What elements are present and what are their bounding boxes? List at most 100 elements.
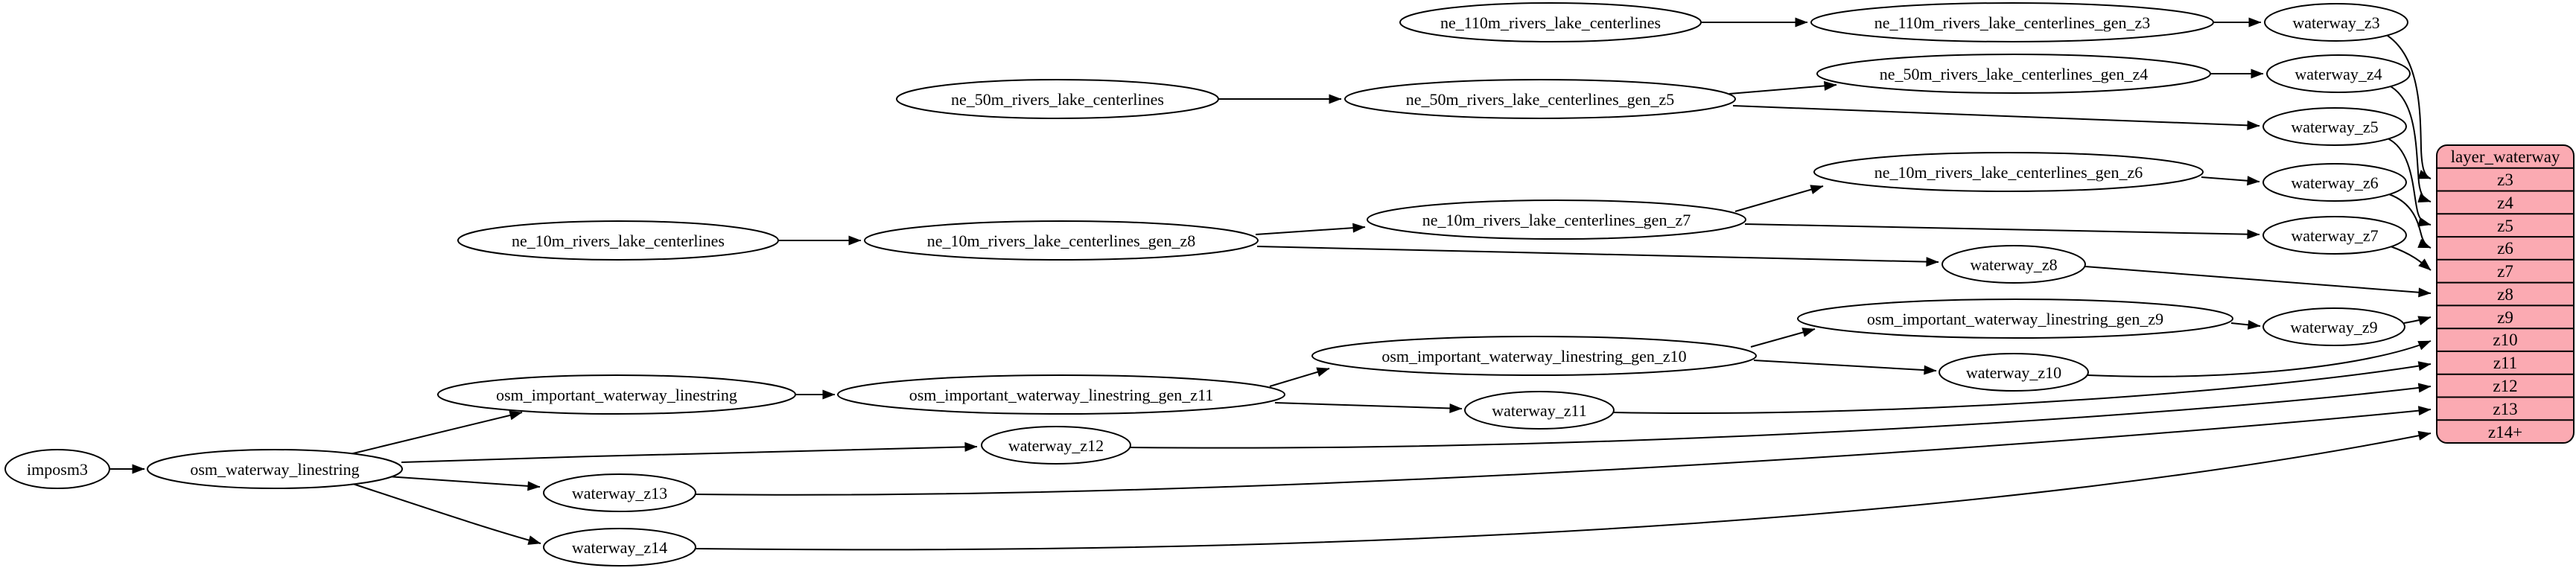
- node-shape: [2262, 307, 2405, 346]
- node-label: ne_10m_rivers_lake_centerlines_gen_z7: [1422, 211, 1691, 229]
- record-row-z11: z11: [2493, 354, 2517, 372]
- record-shape: [2436, 144, 2575, 444]
- node-shape: [1344, 79, 1736, 119]
- record-row-z6: z6: [2497, 239, 2513, 258]
- record-layer_waterway: layer_waterway z3 z4 z5 z6 z7 z8 z9 z10 …: [2436, 144, 2575, 444]
- node-label: waterway_z14: [572, 538, 667, 557]
- node-label: waterway_z9: [2290, 318, 2377, 336]
- node-osm_important_waterway_linestring_gen_z11: osm_important_waterway_linestring_gen_z1…: [837, 374, 1285, 415]
- record-row-z12: z12: [2493, 377, 2517, 395]
- node-label: osm_important_waterway_linestring_gen_z1…: [909, 386, 1214, 404]
- edge-gen_z5-to-waterway_z5: [1732, 105, 2260, 130]
- node-ne_50m_rivers_lake_centerlines_gen_z5: ne_50m_rivers_lake_centerlines_gen_z5: [1344, 79, 1736, 119]
- edge-osm_waterway_linestring-to-osm_important_waterway_linestring: [343, 410, 523, 456]
- edge-gen_z5-to-gen_z4: [1729, 80, 1837, 95]
- node-shape: [2262, 107, 2407, 146]
- node-osm_important_waterway_linestring_gen_z9: osm_important_waterway_linestring_gen_z9: [1797, 299, 2233, 339]
- node-label: osm_waterway_linestring: [190, 460, 359, 479]
- node-shape: [2266, 54, 2411, 93]
- node-shape: [1464, 391, 1615, 430]
- node-shape: [2262, 163, 2407, 202]
- record-title: layer_waterway: [2451, 147, 2560, 166]
- edge-waterway_z9-to-row-z9: [2403, 316, 2432, 325]
- edge-gen_z7-to-waterway_z7: [1744, 223, 2260, 240]
- node-waterway_z12: waterway_z12: [981, 426, 1131, 465]
- node-waterway_z13: waterway_z13: [543, 473, 696, 512]
- node-ne_10m_rivers_lake_centerlines_gen_z8: ne_10m_rivers_lake_centerlines_gen_z8: [864, 220, 1259, 261]
- edges: [109, 17, 2432, 551]
- edge-gen_z11-to-waterway_z11: [1274, 402, 1463, 413]
- record-row-z8: z8: [2497, 285, 2513, 304]
- node-shape: [1367, 200, 1746, 240]
- node-label: ne_50m_rivers_lake_centerlines_gen_z5: [1406, 90, 1674, 109]
- record-row-z9: z9: [2497, 308, 2513, 327]
- record-row-z7: z7: [2497, 262, 2513, 281]
- edge-waterway_z4-to-row-z4: [2388, 85, 2432, 202]
- node-osm_important_waterway_linestring_gen_z10: osm_important_waterway_linestring_gen_z1…: [1311, 336, 1757, 376]
- edge-osm_waterway_linestring-to-waterway_z14: [348, 482, 541, 545]
- node-label: osm_important_waterway_linestring_gen_z1…: [1381, 347, 1686, 366]
- node-shape: [1941, 245, 2086, 284]
- node-shape: [981, 426, 1131, 465]
- node-ne_10m_rivers_lake_centerlines: ne_10m_rivers_lake_centerlines: [457, 220, 779, 261]
- record-row-z14: z14+: [2488, 423, 2522, 441]
- node-label: ne_50m_rivers_lake_centerlines_gen_z4: [1880, 65, 2148, 83]
- node-waterway_z7: waterway_z7: [2262, 216, 2407, 255]
- node-waterway_z8: waterway_z8: [1941, 245, 2086, 284]
- record-row-z13: z13: [2493, 400, 2517, 418]
- edge-gen_z10-to-gen_z9: [1750, 328, 1816, 348]
- node-label: waterway_z3: [2292, 13, 2379, 32]
- edge-osm_waterway_linestring-to-waterway_z12: [401, 441, 978, 463]
- node-shape: [457, 220, 779, 261]
- node-waterway_z6: waterway_z6: [2262, 163, 2407, 202]
- node-osm_waterway_linestring: osm_waterway_linestring: [147, 449, 403, 489]
- node-label: osm_important_waterway_linestring_gen_z9: [1867, 310, 2163, 328]
- node-label: waterway_z13: [572, 484, 667, 502]
- node-waterway_z14: waterway_z14: [543, 528, 696, 567]
- node-label: waterway_z4: [2294, 65, 2382, 83]
- node-label: waterway_z7: [2291, 226, 2378, 245]
- node-ne_50m_rivers_lake_centerlines: ne_50m_rivers_lake_centerlines: [896, 79, 1219, 119]
- edge-gen_z7-to-gen_z6: [1734, 185, 1824, 212]
- node-label: imposm3: [27, 460, 88, 479]
- record-row-z10: z10: [2493, 331, 2517, 349]
- edge-gen_z8-to-gen_z7: [1255, 223, 1366, 235]
- node-label: ne_110m_rivers_lake_centerlines: [1440, 13, 1661, 32]
- node-shape: [837, 374, 1285, 415]
- node-waterway_z5: waterway_z5: [2262, 107, 2407, 146]
- node-waterway_z10: waterway_z10: [1939, 353, 2089, 392]
- node-label: waterway_z11: [1492, 401, 1586, 420]
- node-shape: [543, 473, 696, 512]
- edge-waterway_z6-to-row-z6: [2388, 194, 2432, 249]
- edge-gen_z8-to-waterway_z8: [1256, 246, 1939, 267]
- node-waterway_z9: waterway_z9: [2262, 307, 2405, 346]
- node-ne_110m_rivers_lake_centerlines_gen_z3: ne_110m_rivers_lake_centerlines_gen_z3: [1810, 2, 2214, 42]
- node-label: ne_10m_rivers_lake_centerlines_gen_z8: [927, 232, 1195, 250]
- node-label: waterway_z8: [1970, 255, 2057, 274]
- node-ne_50m_rivers_lake_centerlines_gen_z4: ne_50m_rivers_lake_centerlines_gen_z4: [1816, 54, 2211, 94]
- node-shape: [1797, 299, 2233, 339]
- edge-gen_z10-to-waterway_z10: [1753, 360, 1937, 375]
- node-label: waterway_z5: [2291, 118, 2378, 136]
- node-imposm3: imposm3: [4, 449, 110, 489]
- node-shape: [437, 374, 796, 415]
- node-shape: [864, 220, 1259, 261]
- edge-waterway_z10-to-row-z10: [2087, 340, 2432, 377]
- edge-waterway_z5-to-row-z5: [2387, 138, 2432, 227]
- node-shape: [4, 449, 110, 489]
- node-label: ne_110m_rivers_lake_centerlines_gen_z3: [1874, 13, 2151, 32]
- nodes: imposm3 osm_waterway_linestring ne_110m_…: [4, 2, 2411, 567]
- node-shape: [1311, 336, 1757, 376]
- edge-gen_z9-to-waterway_z9: [2230, 319, 2261, 330]
- node-shape: [2264, 3, 2408, 42]
- edge-waterway_z7-to-row-z7: [2390, 246, 2432, 271]
- node-shape: [543, 528, 696, 567]
- node-label: ne_10m_rivers_lake_centerlines: [512, 232, 725, 250]
- node-label: waterway_z6: [2291, 173, 2378, 192]
- edge-waterway_z3-to-row-z3: [2385, 33, 2432, 179]
- record-row-z4: z4: [2497, 194, 2513, 212]
- edge-waterway_z13-to-row-z13: [694, 406, 2432, 496]
- node-waterway_z4: waterway_z4: [2266, 54, 2411, 93]
- edge-waterway_z11-to-row-z11: [1612, 361, 2432, 415]
